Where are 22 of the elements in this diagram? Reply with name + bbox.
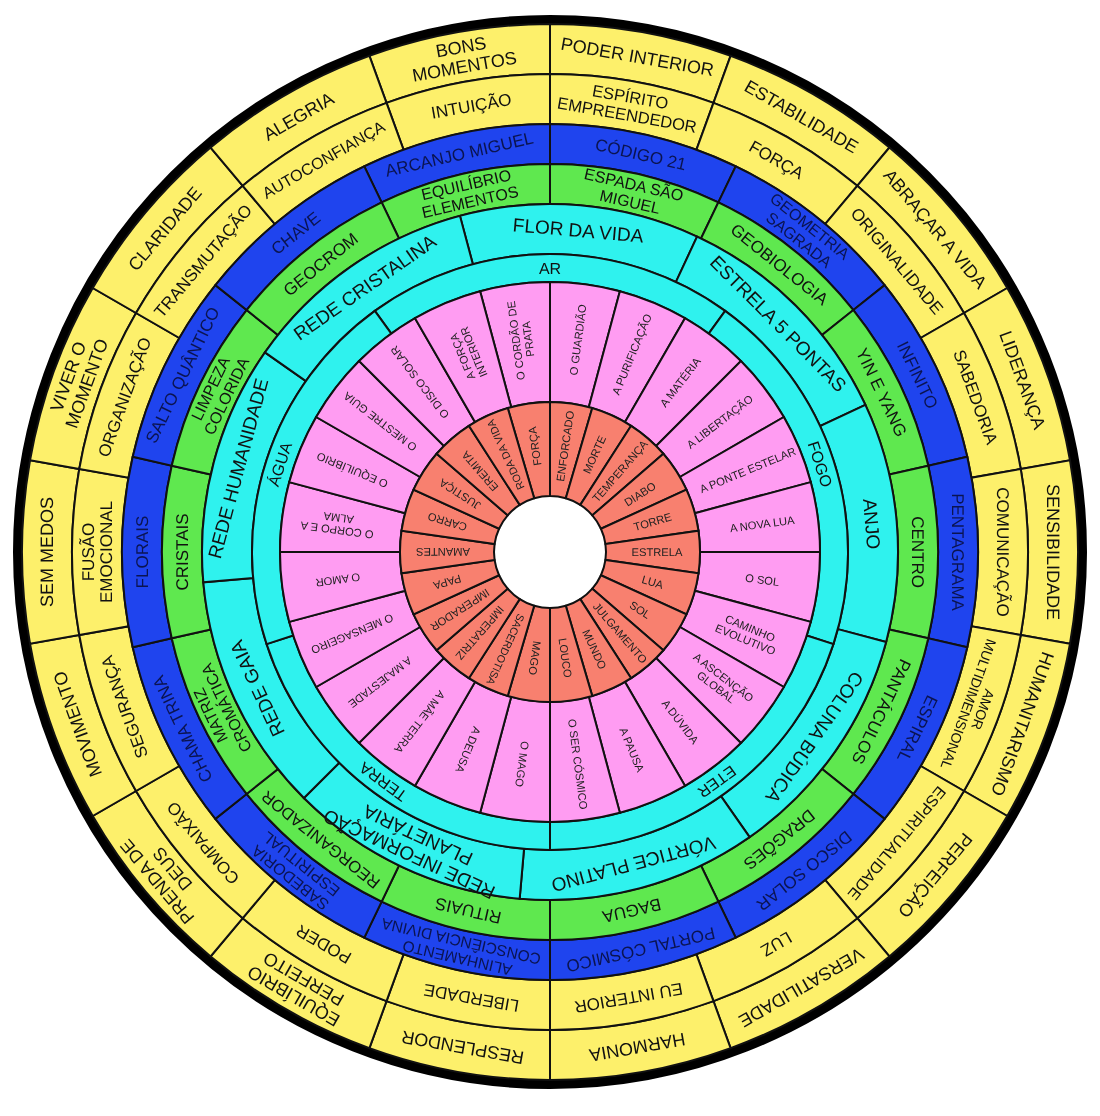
segment-label: AR: [538, 259, 562, 278]
segment-label: FLOR DA VIDA: [511, 215, 645, 249]
ring-segment: [549, 695, 621, 823]
segment-label: ÁGUA: [264, 440, 297, 489]
segment-label: PODER INTERIOR: [559, 33, 716, 81]
segment-label: PENTAGRAMA: [948, 493, 969, 611]
segment-label: BAGUA: [600, 894, 664, 928]
segment-label: FLORAIS: [131, 515, 152, 589]
segment-label: SENSIBILIDADE: [1042, 483, 1063, 621]
segment-label: CENTRO: [908, 516, 929, 588]
segment-label: FOGO: [803, 439, 836, 490]
segment-label: LIBERDADE: [422, 979, 521, 1017]
segment-label: FUSÃO EMOCIONAL: [77, 501, 117, 603]
segment-label: ANJO: [856, 497, 884, 551]
segment-label: BONS MOMENTOS: [410, 32, 519, 86]
segment-label: EU INTERIOR: [573, 978, 685, 1018]
segment-label: CRISTAIS: [171, 513, 192, 591]
segment-label: COMUNICAÇÃO: [993, 487, 1014, 617]
segment-label: SEM MEDOS: [37, 497, 58, 607]
ring-segment: [479, 695, 551, 823]
segment-label: HARMONIA: [587, 1028, 687, 1066]
segment-label: INTUIÇÃO: [429, 88, 514, 123]
